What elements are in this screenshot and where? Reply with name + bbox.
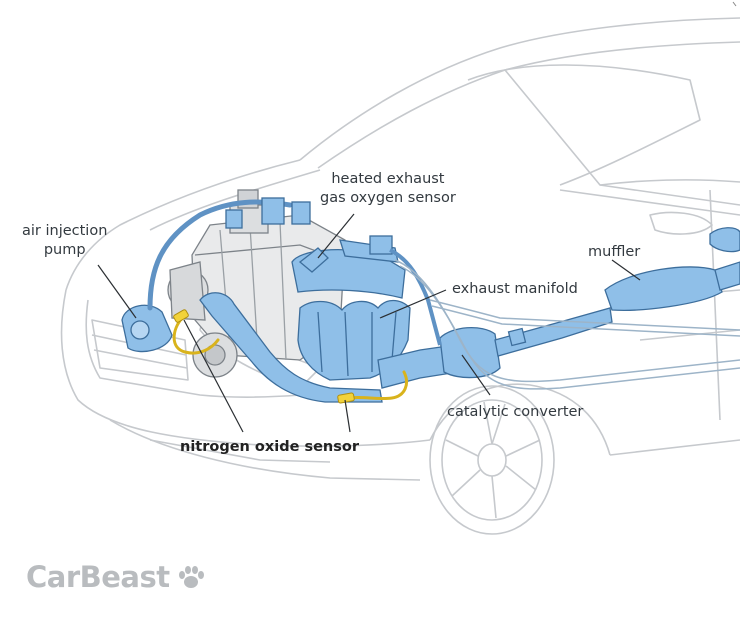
label-nitrogen-oxide-sensor: nitrogen oxide sensor <box>180 439 359 455</box>
leader-oxygen-sensor <box>317 213 355 259</box>
fuel-lines <box>394 259 740 390</box>
carbeast-logo: CarBeast <box>26 560 170 594</box>
catalytic-converter <box>439 327 501 379</box>
label-air-injection-pump: air injection pump <box>22 223 108 258</box>
leader-air-pump <box>97 264 137 319</box>
leader-nox-sensor-front <box>183 319 244 433</box>
label-muffler: muffler <box>588 244 641 260</box>
emission-components <box>121 197 740 403</box>
front-wheel <box>429 385 555 535</box>
label-catalytic-converter: catalytic converter <box>447 404 584 420</box>
label-heated-exhaust-sensor: heated exhaust gas oxygen sensor <box>320 171 456 206</box>
paw-icon <box>179 566 204 588</box>
nox-sensors <box>173 309 355 404</box>
callout-lines <box>97 213 641 433</box>
nox-sensor-wires <box>172 316 408 401</box>
corner-mark-icon <box>732 1 737 7</box>
label-exhaust-manifold: exhaust manifold <box>452 281 578 297</box>
intake-duct <box>199 292 383 403</box>
leader-nox-sensor-rear <box>344 399 351 433</box>
leader-catalytic-converter <box>461 354 491 396</box>
muffler <box>604 266 723 311</box>
leader-exhaust-manifold <box>379 289 447 319</box>
leader-muffler <box>611 259 641 281</box>
